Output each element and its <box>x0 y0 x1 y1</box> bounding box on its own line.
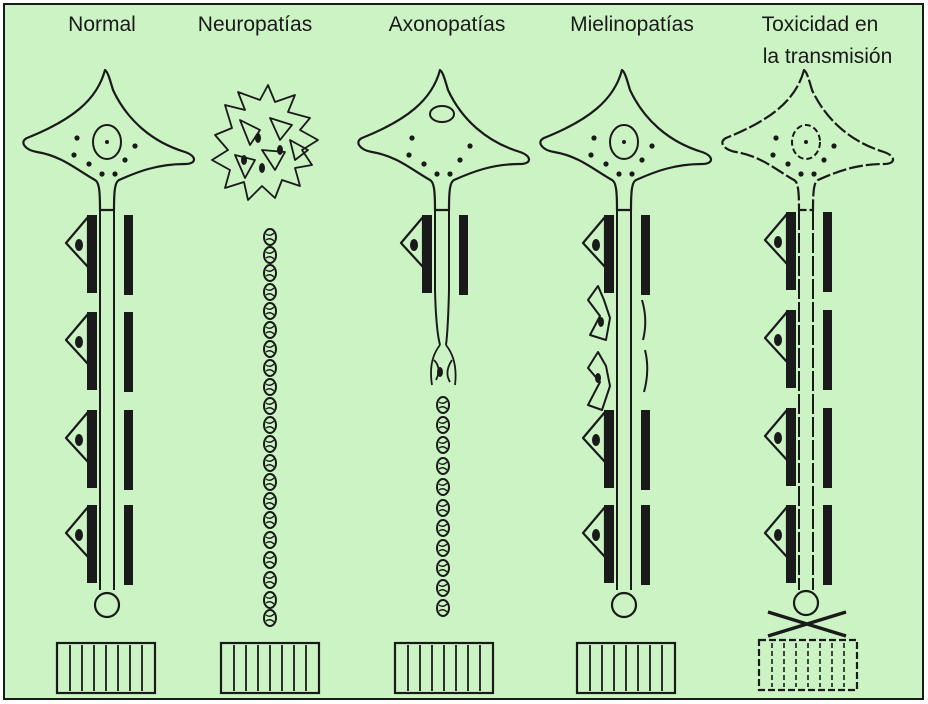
column-normal <box>23 70 194 693</box>
column-axonopatias <box>358 70 529 693</box>
column-mielinopatias <box>540 70 711 693</box>
column-toxicidad <box>722 70 893 690</box>
column-neuropatias <box>212 85 319 693</box>
